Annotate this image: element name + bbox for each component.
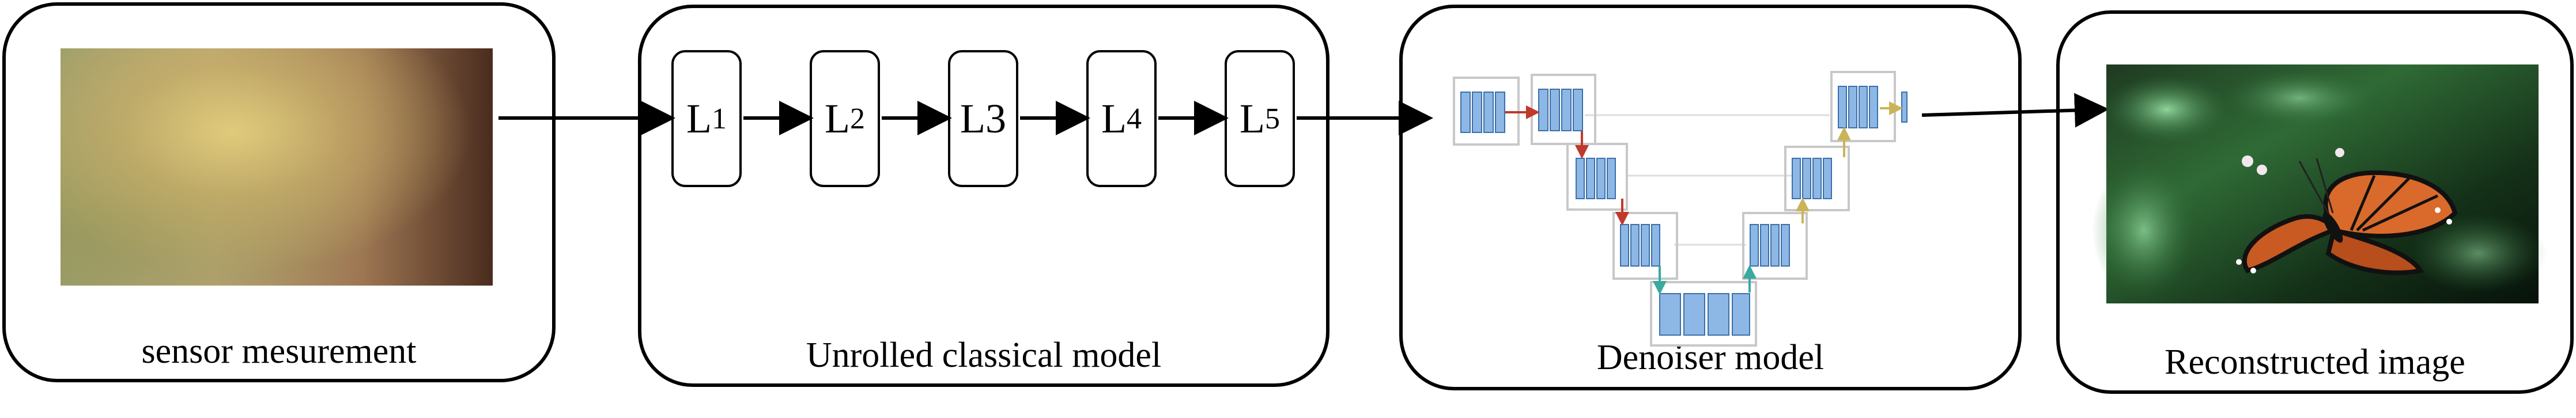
sensor-measurement-image xyxy=(61,48,493,286)
reconstructed-butterfly-image xyxy=(2092,64,2547,303)
unrolled-model-caption: Unrolled classical model xyxy=(806,336,1162,375)
unet-diagram xyxy=(1453,71,1908,347)
arrow-denoiser-to-reconstruction xyxy=(1921,93,2109,128)
layer-3-block: L3 xyxy=(948,50,1018,187)
reconstructed-image-caption: Reconstructed image xyxy=(2165,343,2465,382)
sensor-measurement-caption: sensor mesurement xyxy=(141,332,417,371)
